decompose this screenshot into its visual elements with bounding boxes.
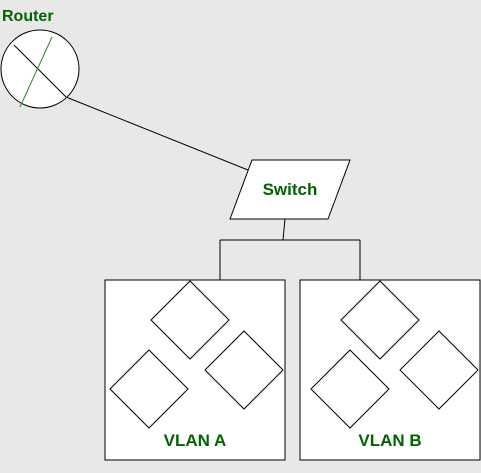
switch-label: Switch xyxy=(263,180,318,199)
connector-stem xyxy=(282,218,286,241)
switch-icon xyxy=(229,159,351,220)
router-node: Router xyxy=(0,8,80,109)
switch-vlan-connector xyxy=(219,218,361,280)
vlan-b-group: VLAN B xyxy=(299,279,481,461)
vlan-b-host-right xyxy=(399,330,479,410)
vlan-b-host-top xyxy=(340,280,420,360)
vlan-a-group: VLAN A xyxy=(104,279,286,461)
router-crossline-1 xyxy=(13,44,67,98)
switch-node: Switch xyxy=(229,159,351,220)
vlan-a-label: VLAN A xyxy=(164,431,227,450)
vlan-a-host-right xyxy=(204,330,284,410)
router-icon xyxy=(0,29,80,109)
router-switch-link xyxy=(65,96,259,175)
vlan-a-host-left xyxy=(109,349,189,429)
vlan-a-host-top xyxy=(150,280,230,360)
vlan-b-host-left xyxy=(310,349,390,429)
vlan-b-label: VLAN B xyxy=(358,431,421,450)
router-crossline-2 xyxy=(19,36,53,108)
router-label: Router xyxy=(2,8,54,25)
